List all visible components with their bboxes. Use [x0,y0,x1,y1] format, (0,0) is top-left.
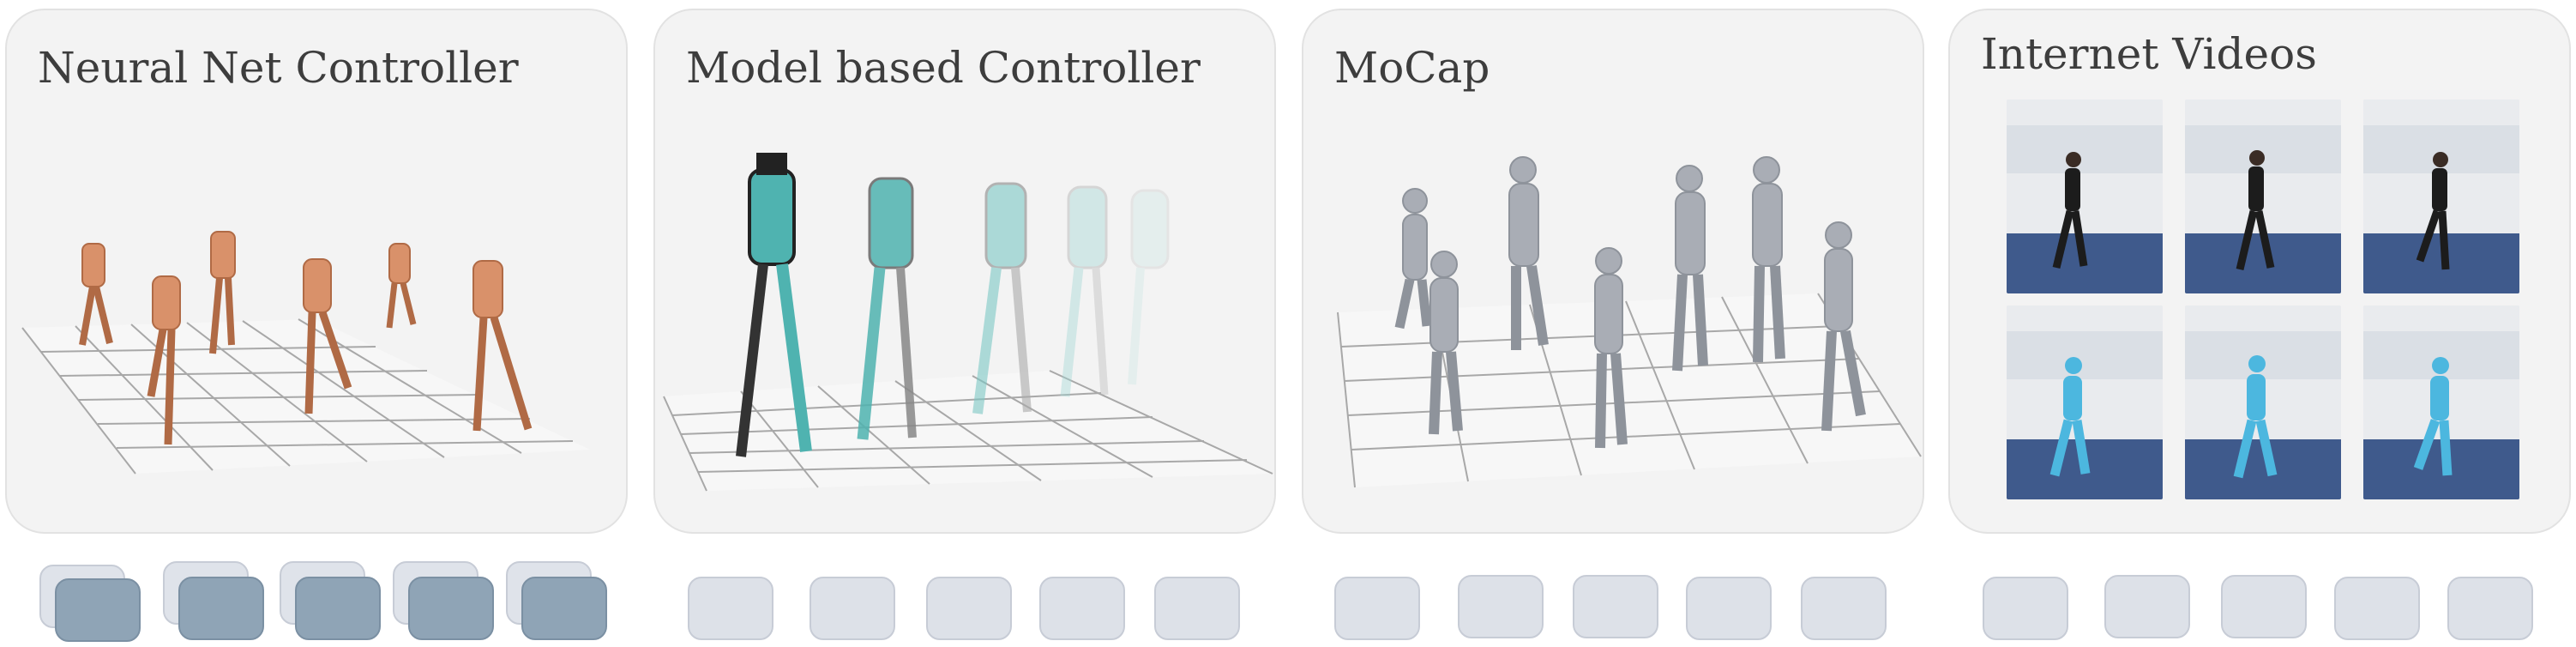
token [1686,577,1772,640]
token-front [521,577,607,640]
panel-neural-net-controller: Neural Net Controller [5,9,628,534]
mocap-human [1429,251,1463,435]
panel-model-based-controller: Model based Controller [653,9,1276,534]
token [1154,577,1240,640]
video-frame [2363,100,2519,293]
panel-internet-videos: Internet Videos [1948,9,2571,534]
panel-title: Neural Net Controller [38,43,519,93]
orange-robot [303,258,352,414]
panel-mocap: MoCap [1302,9,1924,534]
mocap-scene [1337,156,1922,488]
panel-title: Internet Videos [1981,29,2317,79]
token [1458,575,1544,638]
neural-net-scene [21,231,590,475]
token [926,577,1012,640]
video-frame [2185,100,2341,293]
orange-robots [79,231,533,445]
video-frame-image [2363,305,2519,499]
mocap-human [1394,188,1432,330]
token-front [295,577,381,640]
tokens-neural-net [39,559,623,645]
token [688,577,773,640]
mocap-human [1672,165,1708,372]
teal-robot [1060,185,1109,397]
video-frame [2007,100,2163,293]
token-front [408,577,494,640]
video-frame-image [2185,305,2341,499]
token [1801,577,1887,640]
video-frame-image [2007,305,2163,499]
video-frame-image [2363,100,2519,293]
orange-robot [147,275,181,445]
token [2221,575,2307,638]
mocap-human [1821,221,1866,432]
mocap-human [1752,156,1785,363]
video-frame-image [2185,100,2341,293]
video-frame-overlay [2185,305,2341,499]
token [2104,575,2190,638]
video-frame-overlay [2007,305,2163,499]
video-frame-image [2007,100,2163,293]
mocap-human [1508,156,1549,350]
panel-title: MoCap [1334,43,1490,93]
teal-robot [857,177,917,440]
token [810,577,895,640]
panel-title: Model based Controller [686,43,1201,93]
model-based-scene [663,153,1273,492]
token [2447,577,2533,640]
token [1334,577,1420,640]
mocap-human [1594,247,1628,449]
orange-robot [472,260,533,432]
token-front [55,578,141,642]
teal-robots [736,153,1170,457]
tokens-mocap [1334,559,1917,645]
token [2334,577,2420,640]
token [1983,577,2068,640]
teal-robot [1128,189,1170,385]
teal-robot [736,153,812,457]
token-front [178,577,264,640]
tokens-model-based [688,559,1271,645]
tokens-internet-videos [1983,559,2566,645]
video-frame-overlay [2363,305,2519,499]
token [1573,575,1658,638]
orange-robot [209,231,236,354]
token [1039,577,1125,640]
orange-robot [79,243,113,346]
teal-robot [972,182,1032,414]
mocap-humans [1394,156,1866,449]
orange-robot [386,243,417,329]
